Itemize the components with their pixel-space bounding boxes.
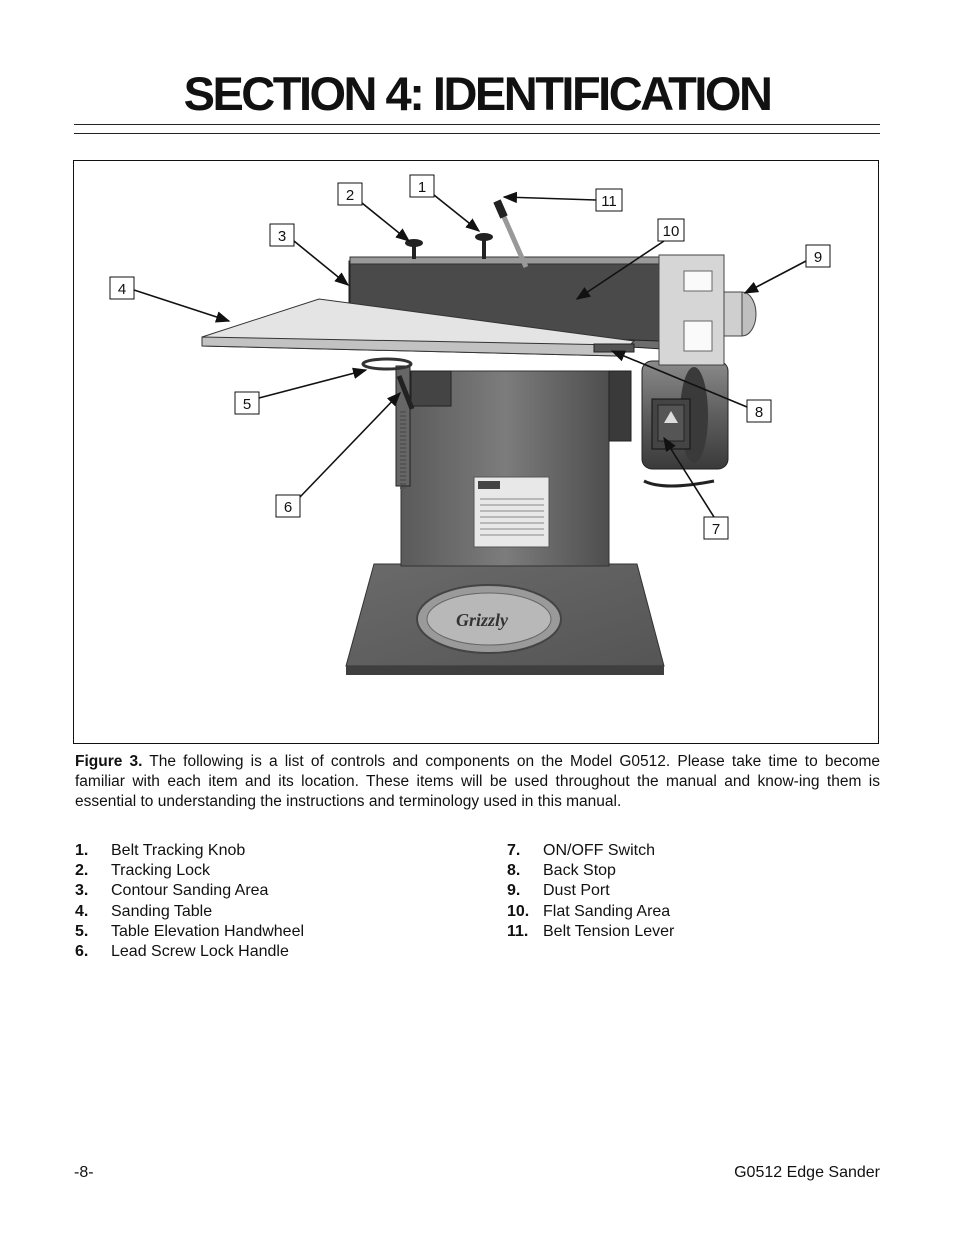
back-stop <box>593 343 635 353</box>
callout-box-10 <box>657 218 685 242</box>
leader-10 <box>575 240 665 300</box>
callout-label-5: 5 <box>243 396 251 413</box>
leader-9 <box>743 260 807 294</box>
title-rule-bottom <box>74 133 880 134</box>
grizzly-logo-text: Grizzly <box>456 610 509 630</box>
callout-label-9: 9 <box>814 249 822 266</box>
figure-caption-text: The following is a list of controls and … <box>75 753 880 810</box>
leader-11 <box>502 191 597 204</box>
figure-frame: Grizzly <box>73 160 879 744</box>
leader-8 <box>610 350 748 408</box>
list-item: 8.Back Stop <box>507 862 616 880</box>
callout-box-9 <box>805 244 831 268</box>
figure-caption-label: Figure 3. <box>75 753 143 770</box>
callout-box-1 <box>409 174 435 198</box>
callout-box-4 <box>109 276 135 300</box>
callout-box-6 <box>275 494 301 518</box>
section-title: SECTION 4: IDENTIFICATION <box>183 67 773 120</box>
callout-label-3: 3 <box>278 228 286 245</box>
callout-label-1: 1 <box>418 179 426 196</box>
list-item: 3.Contour Sanding Area <box>75 882 269 900</box>
leader-7 <box>663 436 715 518</box>
list-item: 10.Flat Sanding Area <box>507 902 671 920</box>
document-name: G0512 Edge Sander <box>734 1164 880 1181</box>
list-item: 4.Sanding Table <box>75 902 213 920</box>
callout-label-2: 2 <box>346 187 354 204</box>
page-number: -8- <box>74 1164 94 1181</box>
callout-box-3 <box>269 223 295 247</box>
figure-caption: Figure 3. The following is a list of con… <box>75 752 880 812</box>
machine-illustration: Grizzly <box>109 174 831 675</box>
list-item: 7.ON/OFF Switch <box>507 842 656 859</box>
list-item: 1.Belt Tracking Knob <box>75 842 246 859</box>
callout-box-7 <box>703 516 729 540</box>
list-item: 9.Dust Port <box>507 882 610 900</box>
callout-label-6: 6 <box>284 499 292 516</box>
callout-label-4: 4 <box>118 281 126 298</box>
leader-1 <box>433 194 481 232</box>
list-item: 2.Tracking Lock <box>75 862 210 880</box>
callout-label-8: 8 <box>755 404 763 421</box>
callout-label-7: 7 <box>712 521 720 538</box>
component-list-right: 7.ON/OFF Switch 8.Back Stop 9.Dust Port … <box>507 841 674 942</box>
leader-5 <box>258 367 368 399</box>
component-list-left: 1.Belt Tracking Knob 2.Tracking Lock 3.C… <box>75 841 304 962</box>
lock-handle <box>396 375 415 410</box>
handwheel <box>361 357 413 371</box>
callout-box-2 <box>337 182 363 206</box>
callout-box-5 <box>234 391 260 415</box>
leader-4 <box>133 289 231 323</box>
callout-label-11: 11 <box>601 193 617 210</box>
list-item: 5.Table Elevation Handwheel <box>75 922 305 940</box>
callout-box-8 <box>746 399 772 423</box>
list-item: 11.Belt Tension Lever <box>507 922 675 940</box>
title-rule-top <box>74 124 880 125</box>
callout-label-10: 10 <box>663 223 680 240</box>
leader-3 <box>293 240 350 286</box>
leader-2 <box>361 202 411 242</box>
list-item: 6.Lead Screw Lock Handle <box>75 942 289 960</box>
tracking-knob <box>475 233 493 241</box>
leader-6 <box>299 391 401 498</box>
